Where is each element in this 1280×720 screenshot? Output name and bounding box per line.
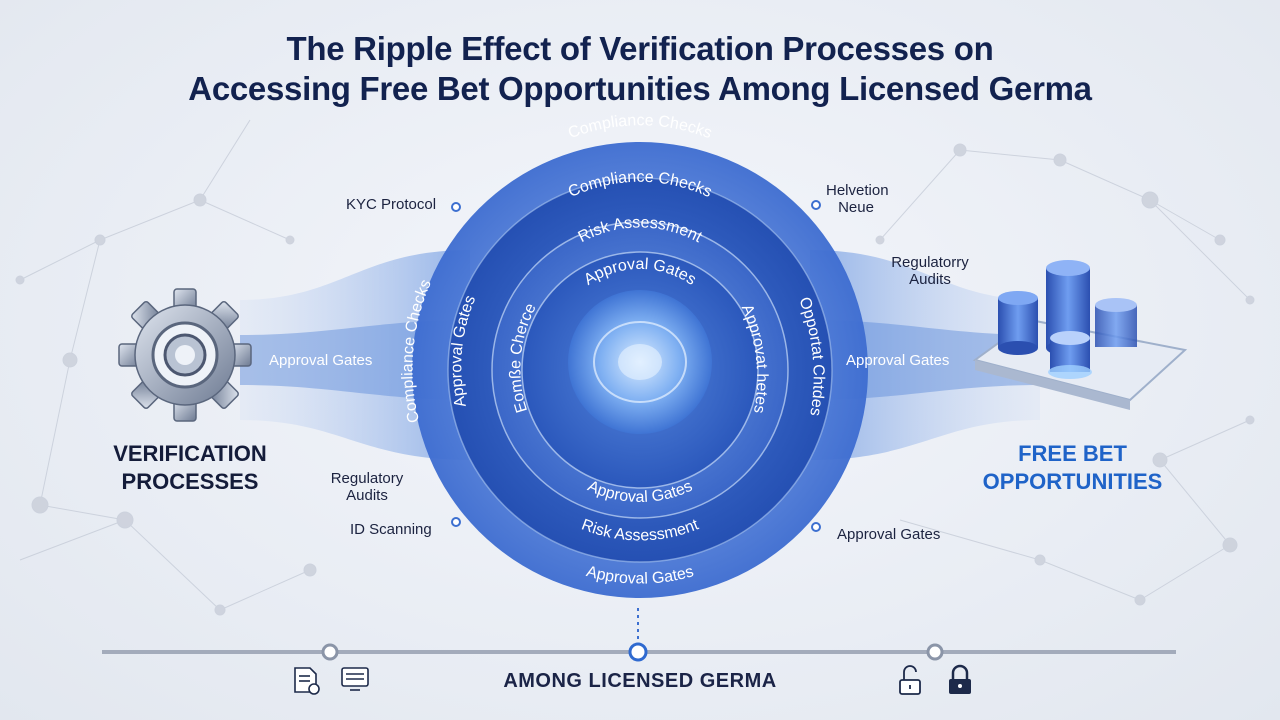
- lock-open-icon: [899, 665, 921, 695]
- right-stream: [810, 250, 1040, 460]
- outer-ring-top-label: Compliance Checks: [566, 112, 714, 142]
- casino-chips-icon: [972, 260, 1188, 410]
- helvetica-label: Helvetion Neue: [826, 182, 889, 216]
- left-stream-label: Approval Gates: [269, 352, 373, 369]
- free-bet-opportunities-label: FREE BET OPPORTUNITIES: [982, 441, 1163, 494]
- approval-gates-right-callout: Approval Gates: [837, 526, 941, 543]
- document-check-icon: [294, 667, 320, 695]
- timeline-markers: [321, 643, 944, 661]
- regulatory-audits-right-label: Regulatorry Audits: [891, 254, 969, 288]
- bottom-title: AMONG LICENSED GERMA: [503, 670, 777, 692]
- regulatory-audits-left-label: Regulatory Audits: [330, 470, 404, 504]
- verification-processes-label: VERIFICATION PROCESSES: [113, 441, 267, 494]
- id-scanning-label: ID Scanning: [350, 521, 432, 538]
- lock-closed-icon: [949, 664, 971, 694]
- network-background: [15, 119, 1255, 616]
- left-stream: [240, 250, 470, 460]
- monitor-icon: [341, 667, 369, 691]
- title-line-1: The Ripple Effect of Verification Proces…: [286, 30, 994, 67]
- title-line-2: Accessing Free Bet Opportunities Among L…: [188, 70, 1092, 107]
- gear-icon: [118, 288, 252, 422]
- right-stream-label: Approval Gates: [846, 352, 950, 369]
- callout-dots: [451, 200, 821, 532]
- kyc-protocol-label: KYC Protocol: [346, 196, 437, 213]
